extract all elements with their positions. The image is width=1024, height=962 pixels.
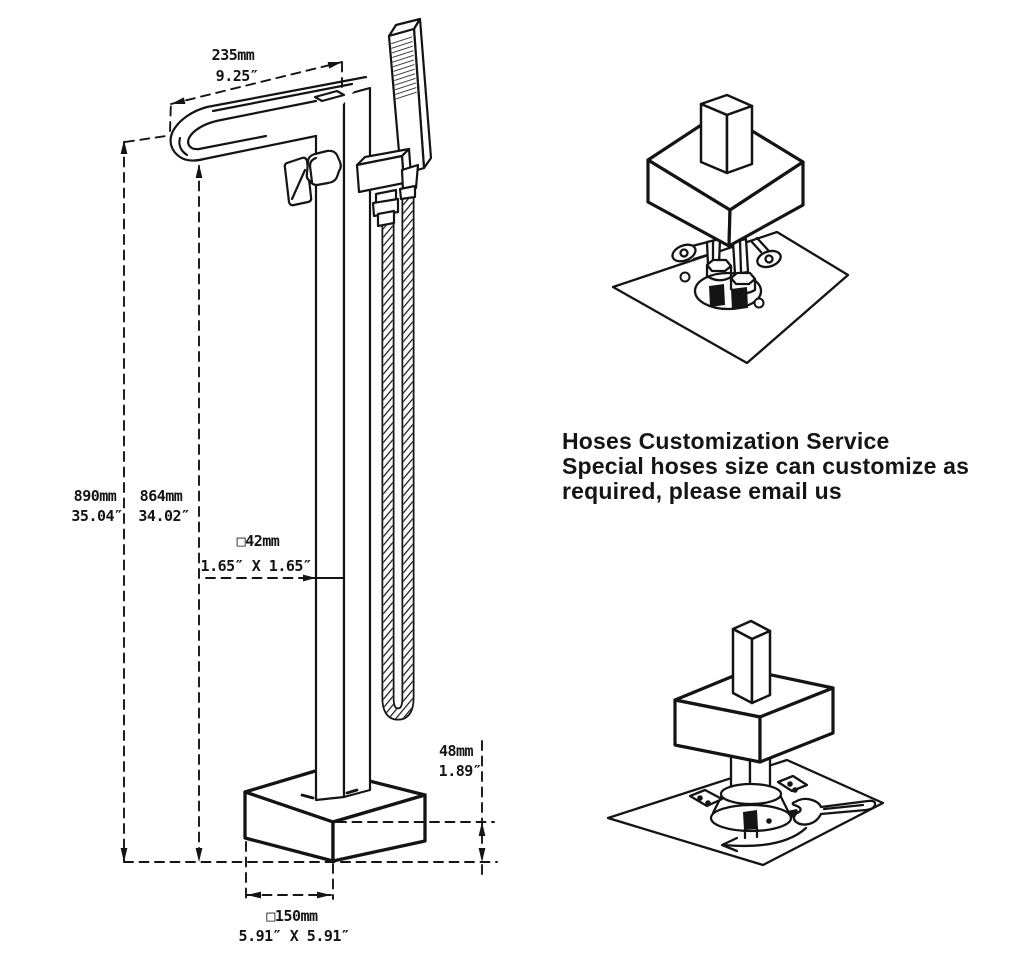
- lever-handle: [283, 149, 342, 207]
- dimension-annotations: [120, 58, 498, 900]
- spray-face-icon: [391, 36, 417, 102]
- note-line-1: Hoses Customization Service: [562, 428, 890, 454]
- dim-spout-width-in: 9.25″: [216, 67, 259, 85]
- inlet-socket: [709, 284, 725, 307]
- mounting-flange: [709, 782, 793, 840]
- dim-base-plate-mm: □150mm: [266, 907, 318, 925]
- hose-connectors: [371, 163, 420, 228]
- faucet-front-view: [169, 17, 433, 863]
- dim-base-height-in: 1.89″: [439, 762, 482, 780]
- dim-spout-width-mm: 235mm: [212, 46, 255, 64]
- faucet-body-post: [731, 619, 772, 705]
- install-step-2-illustration: [606, 619, 885, 867]
- shower-hose: [381, 185, 415, 721]
- hex-nuts: [705, 258, 757, 295]
- dim-total-height-mm: 890mm: [74, 487, 117, 505]
- rotation-arrow-icon: [720, 826, 808, 853]
- dim-post-section-mm: □42mm: [237, 532, 280, 550]
- handshower-wand: [387, 17, 433, 177]
- anchor-screw: [766, 818, 772, 824]
- dim-spout-height-mm: 864mm: [140, 487, 183, 505]
- eye-bracket-right: [749, 236, 782, 269]
- faucet-body-post: [699, 93, 754, 175]
- dim-base-height-mm: 48mm: [439, 742, 474, 760]
- dim-post-section-in: 1.65″ X 1.65″: [201, 557, 312, 575]
- screw-hole-icon: [753, 297, 765, 309]
- dimension-arrowheads: [120, 62, 486, 899]
- dim-total-height-in: 35.04″: [71, 507, 122, 525]
- dimension-labels: 235mm 9.25″ 890mm 35.04″ 864mm 34.02″ □4…: [71, 46, 481, 945]
- waterfall-spout: [169, 75, 368, 162]
- dim-base-plate-in: 5.91″ X 5.91″: [239, 927, 350, 945]
- note-line-2: Special hoses size can customize as: [562, 453, 970, 479]
- screw-hole-icon: [679, 271, 691, 283]
- anchor-tab-left: [688, 788, 724, 808]
- faucet-post: [300, 86, 372, 802]
- install-step-1-illustration: [611, 93, 850, 365]
- wrench-icon: [791, 797, 877, 826]
- hoses-customization-note: Hoses Customization Service Special hose…: [562, 429, 1002, 504]
- anchor-tab-right: [776, 774, 809, 793]
- eye-bracket-left: [671, 239, 716, 263]
- note-line-3: required, please email us: [562, 478, 842, 504]
- dim-spout-height-in: 34.02″: [138, 507, 189, 525]
